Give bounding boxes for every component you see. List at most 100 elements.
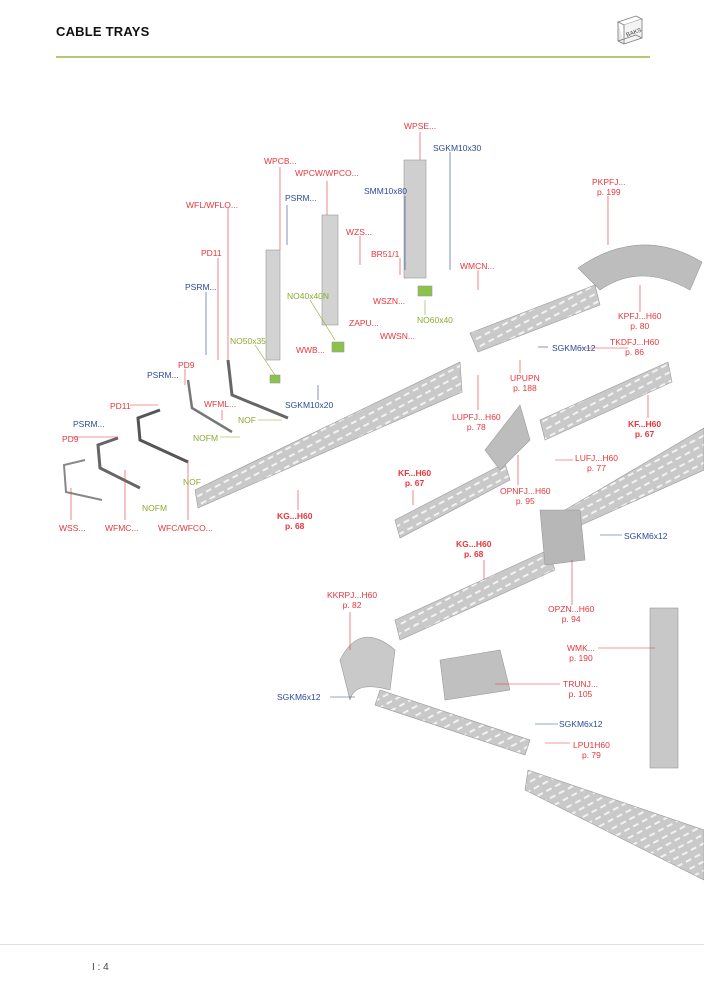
logo-text: BAKS	[625, 28, 642, 39]
page-ref: p. 77	[587, 463, 606, 473]
page-ref: p. 199	[596, 187, 621, 197]
page-ref: p. 79	[581, 750, 601, 760]
nut-no50x35	[269, 374, 281, 384]
part-code: OPNFJ...H60	[500, 486, 551, 496]
nut-no40x40n	[331, 341, 345, 353]
bracket-wss	[62, 459, 103, 501]
tray-bottom-right	[524, 769, 704, 881]
label-wfml: WFML...	[204, 399, 237, 409]
label-wpcw: WPCW/WPCO...	[295, 168, 359, 178]
baks-logo-icon: BAKS	[616, 15, 644, 45]
bend-cover	[577, 244, 703, 291]
trunk-trunj	[439, 649, 511, 701]
part-code: UPUPN	[510, 373, 540, 383]
label-nofm-top: NOFM	[193, 433, 219, 443]
label-nof-low: NOF	[183, 477, 201, 487]
label-br51: BR51/1	[371, 249, 400, 259]
label-wpse: WPSE...	[404, 121, 437, 131]
post-wpcb	[265, 249, 281, 361]
post-wpcw	[321, 214, 339, 326]
page-ref: p. 82	[342, 600, 362, 610]
bracket-wfmc	[96, 436, 141, 490]
part-code: TRUNJ...	[563, 679, 598, 689]
tray-kf-right	[539, 361, 673, 441]
part-code: KF...H60	[398, 468, 432, 478]
label-sgkm10x20: SGKM10x20	[285, 400, 334, 410]
part-code: KG...H60	[277, 511, 313, 521]
part-code: KF...H60	[628, 419, 662, 429]
part-code: PKPFJ...	[592, 177, 626, 187]
page-ref: p. 94	[561, 614, 581, 624]
label-sgkm10x30: SGKM10x30	[433, 143, 482, 153]
label-wszn: WSZN...	[373, 296, 406, 306]
tray-kg-left	[194, 361, 463, 509]
bracket-wfml	[186, 379, 233, 434]
part-code: KKRPJ...H60	[327, 590, 378, 600]
bend-kkrpj	[339, 636, 396, 701]
label-trunj: TRUNJ...p. 105	[563, 679, 598, 699]
nut-no60x40	[417, 285, 433, 297]
page-ref: p. 188	[513, 383, 537, 393]
page-ref: p. 86	[625, 347, 645, 357]
label-sgkm6x12-a: SGKM6x12	[552, 343, 596, 353]
label-nof-top: NOF	[238, 415, 256, 425]
label-sgkm6x12-d: SGKM6x12	[559, 719, 603, 729]
page-title: CABLE TRAYS	[56, 24, 150, 39]
page-ref: p. 67	[404, 478, 425, 488]
part-code: LUFJ...H60	[575, 453, 618, 463]
label-pd9-low: PD9	[62, 434, 79, 444]
label-wss: WSS...	[59, 523, 86, 533]
label-sgkm6x12-c: SGKM6x12	[277, 692, 321, 702]
tray-kg-mid	[394, 549, 556, 641]
wall-channel-wmk	[649, 607, 679, 769]
page-number: I : 4	[92, 962, 109, 973]
label-wmcn: WMCN...	[460, 261, 495, 271]
label-sgkm6x12-b: SGKM6x12	[624, 531, 668, 541]
page-ref: p. 190	[569, 653, 593, 663]
label-psrm-low: PSRM...	[73, 419, 105, 429]
label-smm10x80: SMM10x80	[364, 186, 407, 196]
bracket-wfl	[226, 359, 289, 420]
label-pd9-mid: PD9	[178, 360, 195, 370]
page-ref: p. 68	[285, 521, 305, 531]
tray-bottom-left	[374, 689, 531, 756]
label-no40x40n: NO40x40N	[287, 291, 330, 301]
page-ref: p. 105	[568, 689, 593, 699]
label-wpcb: WPCB...	[264, 156, 297, 166]
label-psrm-mid: PSRM...	[185, 282, 217, 292]
page-ref: p. 80	[630, 321, 650, 331]
label-wwb: WWB...	[296, 345, 325, 355]
page-ref: p. 67	[634, 429, 655, 439]
part-code: OPZN...H60	[548, 604, 595, 614]
reducer-opnfj	[484, 404, 531, 471]
label-psrm-left: PSRM...	[147, 370, 179, 380]
tray-upper	[469, 284, 601, 353]
footer-rule	[0, 944, 704, 945]
label-wfl: WFL/WFLO...	[186, 200, 238, 210]
label-wfc: WFC/WFCO...	[158, 523, 213, 533]
tee-opzn	[539, 509, 586, 566]
part-code: LUPFJ...H60	[452, 412, 501, 422]
label-pkpfj: PKPFJ...p. 199	[592, 177, 626, 197]
header-rule	[56, 56, 650, 58]
label-wfmc: WFMC...	[105, 523, 139, 533]
page-ref: p. 68	[464, 549, 484, 559]
label-wwsn: WWSN...	[380, 331, 415, 341]
part-code: KPFJ...H60	[618, 311, 662, 321]
post-wpse	[403, 159, 427, 279]
tray-kf-mid	[394, 462, 511, 539]
label-wzs: WZS...	[346, 227, 372, 237]
